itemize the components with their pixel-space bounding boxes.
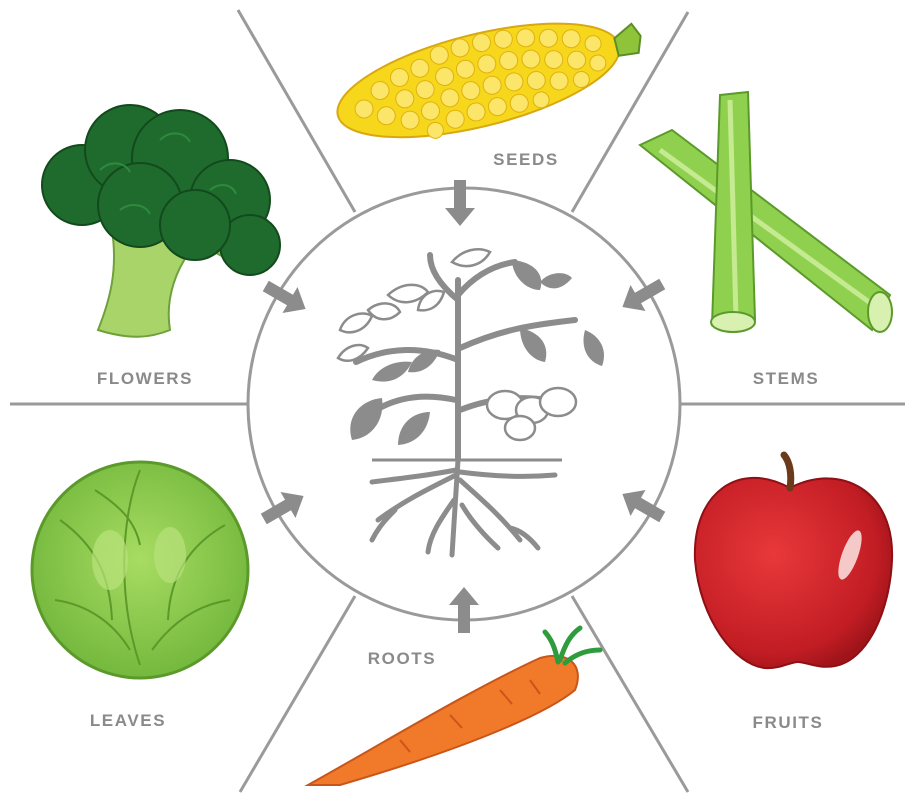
label-flowers: FLOWERS <box>97 369 193 388</box>
label-stems: STEMS <box>753 369 820 388</box>
apple-icon <box>695 455 892 668</box>
broccoli-icon <box>42 105 280 337</box>
cabbage-icon <box>32 462 248 678</box>
celery-icon <box>640 92 892 332</box>
label-leaves: LEAVES <box>90 711 166 730</box>
label-seeds: SEEDS <box>493 150 559 169</box>
label-fruits: FRUITS <box>753 713 824 732</box>
corn-icon <box>327 0 653 160</box>
divider-bottom-right <box>572 596 688 792</box>
carrot-icon <box>308 628 600 785</box>
divider-bottom-left <box>240 596 355 792</box>
label-roots: ROOTS <box>368 649 436 668</box>
